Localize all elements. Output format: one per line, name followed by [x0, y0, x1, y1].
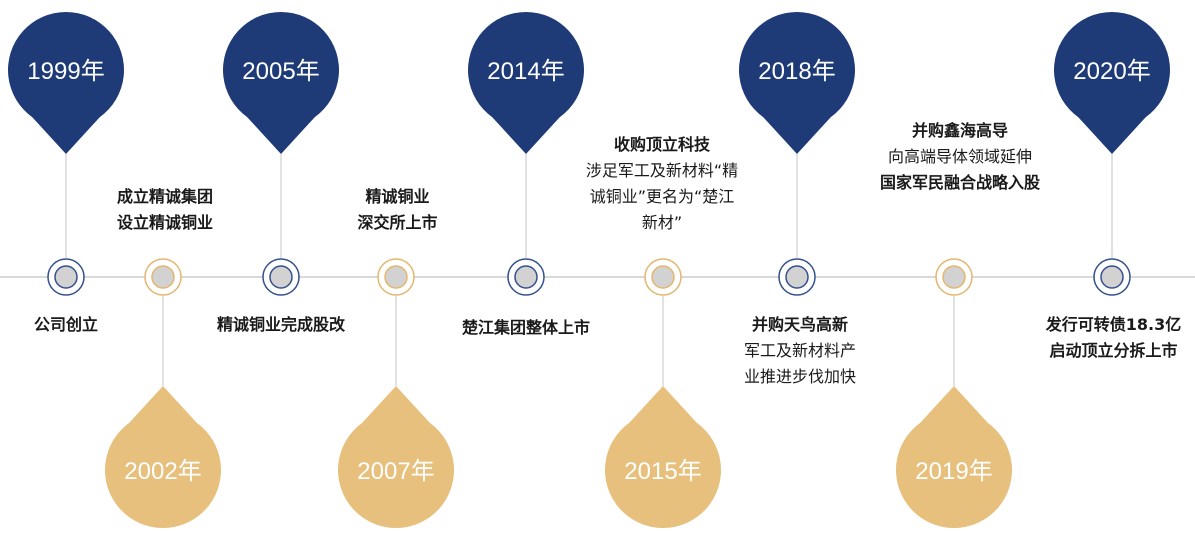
- year-label: 2005年: [242, 58, 319, 85]
- axis-marker-dot: [651, 265, 675, 289]
- milestone-title: 楚江集团整体上市: [461, 318, 590, 337]
- year-balloon: [896, 386, 1013, 528]
- milestone-detail: 涉足军工及新材料“精 诚铜业”更名为“楚江 新材”: [585, 161, 739, 232]
- year-balloon: [104, 386, 221, 528]
- milestone-title: 成立精诚集团 设立精诚铜业: [116, 187, 213, 232]
- milestone-8: 2020年: [1054, 12, 1170, 296]
- milestone-title-secondary: 国家军民融合战略入股: [879, 173, 1040, 192]
- milestone-title: 收购顶立科技: [613, 135, 710, 154]
- year-label: 2020年: [1073, 58, 1150, 85]
- year-label: 2019年: [915, 458, 992, 485]
- year-balloon: [738, 11, 855, 154]
- milestone-7: 2019年: [896, 258, 1013, 528]
- year-label: 2015年: [624, 458, 701, 485]
- year-balloon: [468, 11, 584, 154]
- milestone-description: 精诚铜业完成股改: [196, 312, 366, 338]
- milestone-6: 2018年: [738, 11, 855, 296]
- milestone-description: 公司创立: [16, 312, 116, 338]
- milestone-description: 发行可转债18.3亿 启动顶立分拆上市: [1026, 312, 1195, 364]
- milestone-title: 公司创立: [33, 315, 98, 334]
- year-label: 2018年: [758, 58, 835, 85]
- milestone-1: 2002年: [104, 258, 221, 528]
- milestone-title: 精诚铜业 深交所上市: [357, 187, 438, 232]
- year-label: 2014年: [487, 58, 564, 85]
- milestone-detail: 向高端导体领域延伸: [887, 147, 1032, 166]
- year-label: 1999年: [27, 58, 104, 85]
- milestone-description: 并购天鸟高新军工及新材料产 业推进步伐加快: [720, 312, 880, 390]
- year-balloon: [605, 386, 721, 528]
- milestone-2: 2005年: [223, 11, 340, 296]
- axis-marker-dot: [54, 265, 78, 289]
- milestone-description: 楚江集团整体上市: [431, 315, 621, 341]
- axis-marker-dot: [269, 265, 293, 289]
- year-balloon: [338, 386, 454, 528]
- axis-marker-dot: [384, 265, 408, 289]
- axis-marker-dot: [1100, 265, 1124, 289]
- milestone-detail: 军工及新材料产 业推进步伐加快: [743, 341, 856, 386]
- year-label: 2007年: [357, 458, 434, 485]
- milestone-0: 1999年: [8, 12, 125, 296]
- milestone-title: 精诚铜业完成股改: [216, 315, 345, 334]
- year-label: 2002年: [124, 458, 201, 485]
- milestone-title: 发行可转债18.3亿 启动顶立分拆上市: [1045, 315, 1182, 360]
- milestone-3: 2007年: [338, 258, 454, 528]
- milestone-5: 2015年: [605, 258, 721, 528]
- axis-marker-dot: [785, 265, 809, 289]
- axis-marker-dot: [942, 265, 966, 289]
- year-balloon: [1054, 12, 1170, 155]
- axis-marker-dot: [151, 265, 175, 289]
- milestone-description: 成立精诚集团 设立精诚铜业: [95, 184, 235, 236]
- milestone-description: 收购顶立科技涉足军工及新材料“精 诚铜业”更名为“楚江 新材”: [556, 132, 768, 236]
- year-balloon: [8, 12, 125, 155]
- milestone-title: 并购鑫海高导: [911, 121, 1008, 140]
- axis-marker-dot: [514, 265, 538, 289]
- milestone-title: 并购天鸟高新: [751, 315, 848, 334]
- milestone-description: 精诚铜业 深交所上市: [340, 184, 455, 236]
- milestone-4: 2014年: [468, 11, 584, 296]
- timeline-pins: 1999年 2002年 2005年 2007年 2014年 2015年 2018年 2019年…: [8, 11, 1170, 528]
- milestone-description: 并购鑫海高导向高端导体领域延伸国家军民融合战略入股: [855, 118, 1065, 196]
- year-balloon: [223, 11, 340, 154]
